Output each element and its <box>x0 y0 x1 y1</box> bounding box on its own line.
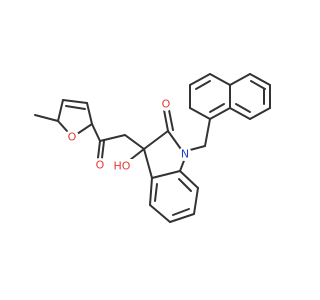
bond <box>235 103 251 113</box>
bond <box>143 148 153 179</box>
bond <box>91 123 101 142</box>
bond <box>189 73 211 86</box>
naphthalene-group <box>189 73 271 120</box>
bond <box>193 187 199 215</box>
bond <box>99 134 126 142</box>
molecule-canvas: O O O HO N <box>34 73 271 223</box>
bond <box>249 107 271 120</box>
ketone-oxygen-label: O <box>96 159 105 172</box>
bond <box>129 148 145 161</box>
bond <box>86 102 93 125</box>
furan-oxygen-label: O <box>68 131 77 144</box>
bond <box>249 73 271 86</box>
bond <box>204 118 211 147</box>
bond <box>179 170 199 189</box>
indolinone-group <box>143 109 199 223</box>
furan-group <box>34 99 93 135</box>
bond <box>154 183 158 202</box>
bond <box>169 213 195 223</box>
bond <box>168 109 174 131</box>
bond <box>34 114 59 122</box>
bond <box>124 134 145 150</box>
bond <box>229 73 251 86</box>
bond <box>209 103 225 113</box>
bond <box>167 130 184 153</box>
bond <box>178 178 192 192</box>
bond <box>195 80 211 90</box>
atom-labels: O O O HO N <box>65 97 192 173</box>
bond <box>76 123 93 135</box>
bond <box>151 170 181 179</box>
bond <box>65 105 86 110</box>
bond <box>57 99 64 122</box>
bond <box>57 120 68 132</box>
bond <box>209 107 231 120</box>
bond <box>189 107 211 120</box>
structure-diagram: O O O HO N <box>34 73 271 223</box>
bond <box>149 204 171 223</box>
bond <box>143 130 169 150</box>
bond <box>209 73 231 86</box>
bond <box>172 208 190 216</box>
bond <box>250 80 266 90</box>
bond <box>189 145 206 151</box>
bond <box>97 140 101 159</box>
bond <box>229 107 251 120</box>
bond <box>62 99 88 104</box>
lactam-oxygen-label: O <box>162 98 171 111</box>
bond <box>163 109 169 132</box>
bond <box>149 177 153 206</box>
nitrogen-label: N <box>181 148 189 161</box>
hydroxyl-label: HO <box>114 160 131 173</box>
bond <box>101 140 105 159</box>
